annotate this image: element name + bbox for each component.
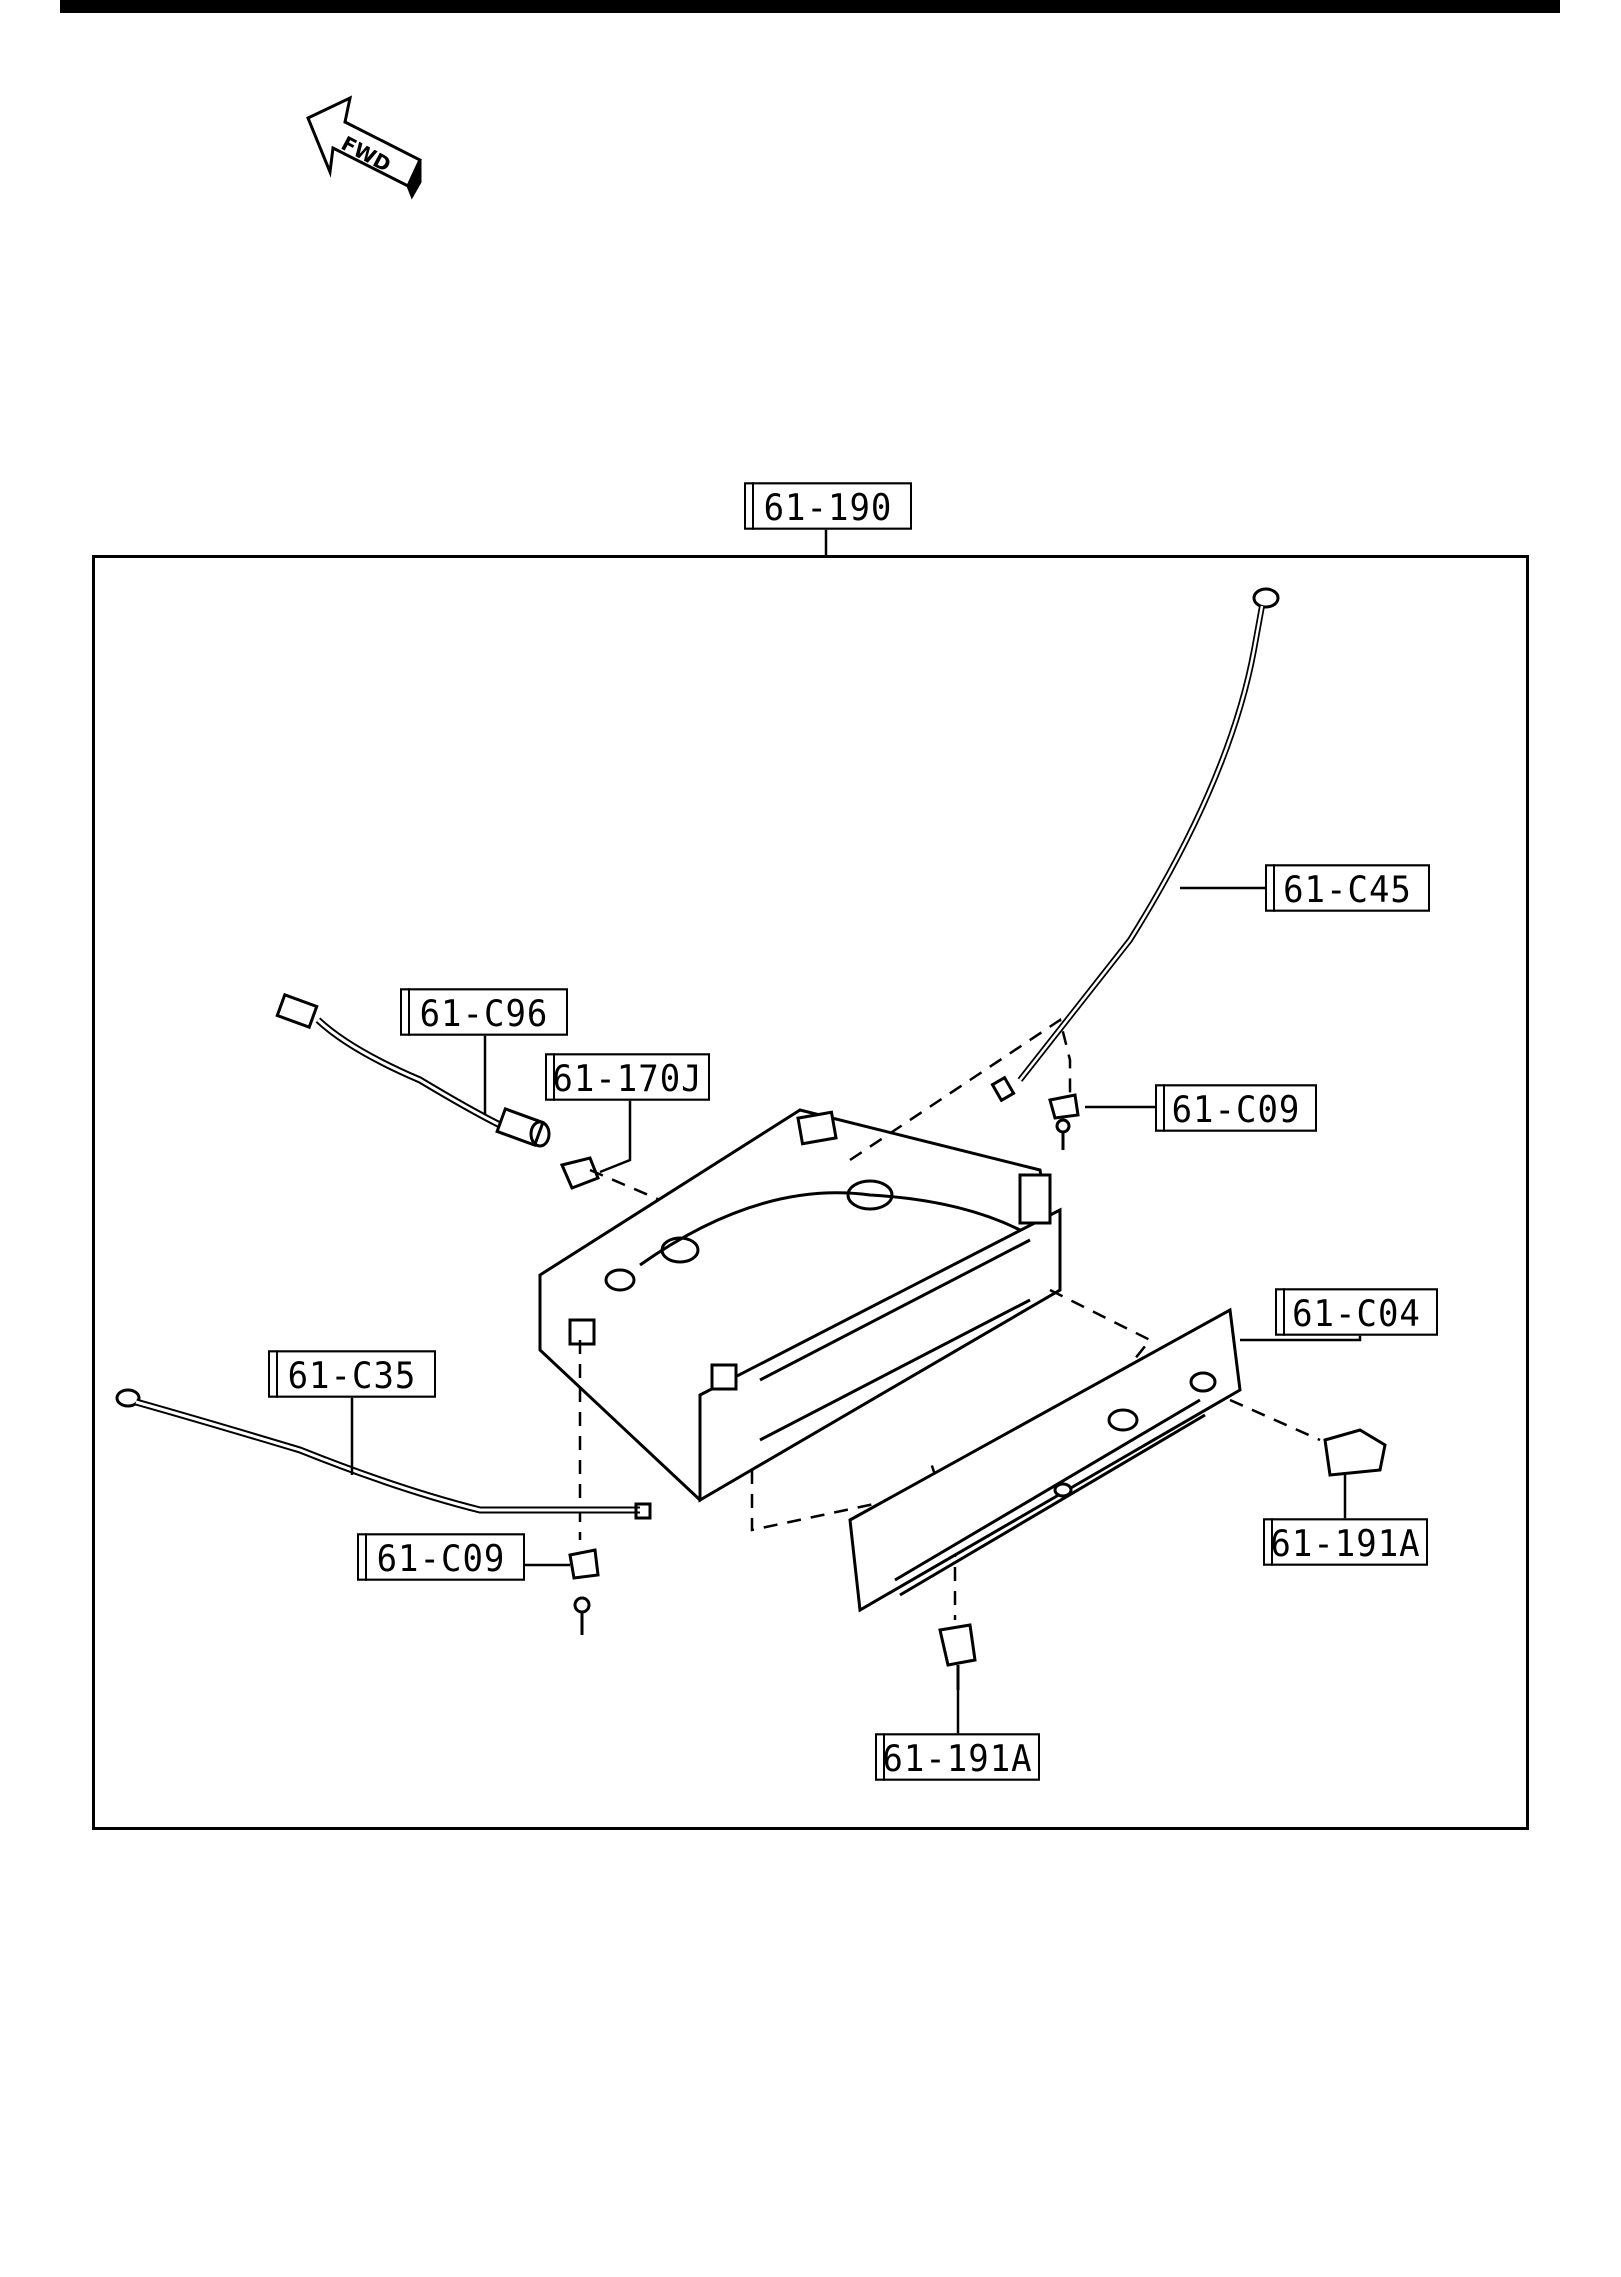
callout-clip-lower[interactable]: 61-C09 — [357, 1533, 525, 1581]
callout-assembly[interactable]: 61-190 — [744, 482, 912, 530]
assembly-frame — [92, 555, 1529, 1830]
callout-bulb-socket[interactable]: 61-170J — [545, 1053, 710, 1101]
leader-bulb — [599, 1080, 632, 1174]
knob-right-drawing — [1323, 1428, 1387, 1477]
control-panel-drawing — [848, 1307, 1242, 1613]
callout-wire-harness[interactable]: 61-C96 — [400, 988, 568, 1036]
clip-upper-drawing — [1048, 1093, 1080, 1150]
forward-direction-arrow-icon — [306, 95, 422, 200]
callout-clip-upper[interactable]: 61-C09 — [1155, 1084, 1317, 1132]
control-assembly-body — [538, 1108, 1062, 1503]
callout-cable-upper[interactable]: 61-C45 — [1265, 864, 1430, 912]
upper-cable-drawing — [990, 587, 1280, 1103]
lower-cable-drawing — [115, 1388, 652, 1520]
callout-cable-lower[interactable]: 61-C35 — [268, 1350, 436, 1398]
callout-knob-bottom[interactable]: 61-191A — [875, 1733, 1040, 1781]
wire-harness-drawing — [275, 992, 551, 1148]
callout-knob-right[interactable]: 61-191A — [1263, 1518, 1428, 1566]
header-rule — [60, 0, 1560, 13]
clip-lower-drawing — [568, 1548, 600, 1635]
callout-panel[interactable]: 61-C04 — [1275, 1288, 1438, 1336]
bulb-socket-drawing — [559, 1156, 600, 1190]
knob-bottom-drawing — [938, 1623, 977, 1690]
